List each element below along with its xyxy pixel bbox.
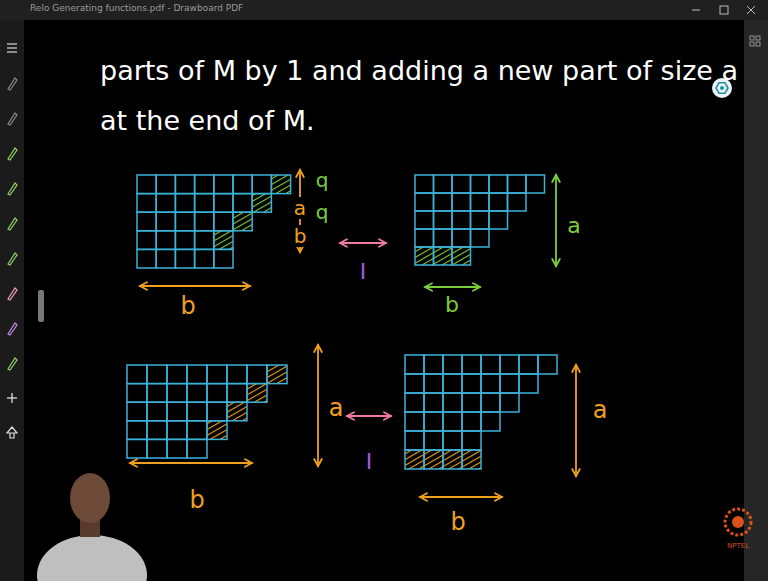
logo-text: NPTEL [727,543,749,551]
dimension-arrow [425,283,480,291]
dimension-label: b [445,293,459,317]
dimension-label: b [450,509,465,535]
right-panel [744,20,768,581]
dimension-label: b [189,487,204,513]
tool-sidebar [0,20,24,581]
window-title: Relo Generating functions.pdf - Drawboar… [30,4,243,14]
dimension-label: a [329,395,344,421]
partition-diagram [415,175,545,265]
bijection-label: I [360,260,367,284]
dimension-arrow [552,175,560,266]
dimension-label: q [316,201,329,223]
dimension-arrow [420,493,502,501]
window-buttons [692,6,755,14]
dimension-label: q [316,169,329,191]
dimension-arrow [572,365,580,476]
dimension-arrow [130,459,252,467]
partition-diagram [127,365,287,458]
dimension-label: a [292,197,308,219]
presenter [37,473,147,581]
bijection-label: I [366,450,373,474]
bijection-arrow [340,239,386,247]
panel-icon [750,36,760,46]
dimension-arrow [140,282,250,290]
dimension-label: a [567,214,580,238]
dimension-label: a [593,397,608,423]
dimension-label: b [292,225,309,247]
handwritten-note: parts of M by 1 and adding a new part of… [100,46,750,146]
tool-icons [7,44,17,438]
scrollbar [38,290,44,322]
dimension-label: b [180,293,195,319]
partition-diagram [137,175,291,268]
partition-diagram [405,355,557,469]
dimension-arrow [314,345,322,466]
nptel-logo [725,509,751,535]
title-bar [0,0,768,20]
bijection-arrow [347,412,391,420]
